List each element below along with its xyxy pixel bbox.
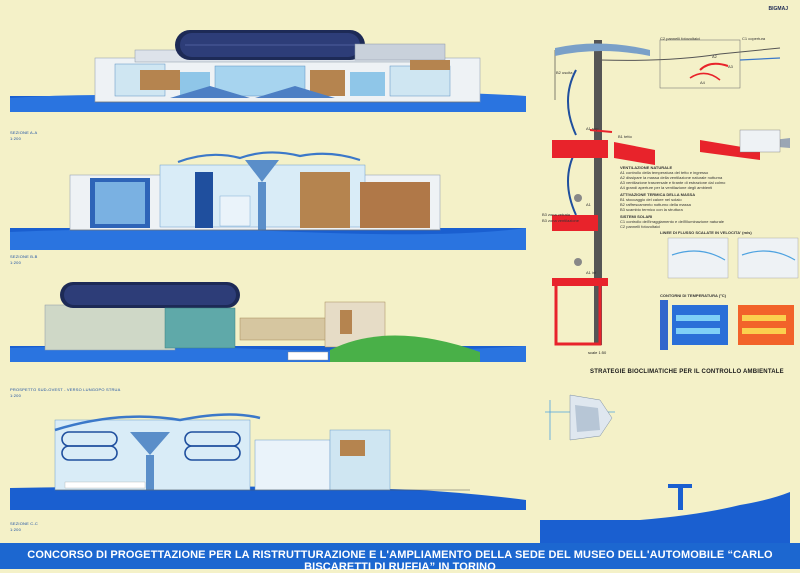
brand-label: BIGMAJ: [768, 6, 788, 12]
coastline: [540, 492, 790, 543]
legend-heading-ventilation: VENTILAZIONE NATURALE: [620, 165, 673, 170]
label-a1: A1: [586, 202, 591, 207]
section-a-scale: 1:200: [10, 136, 22, 141]
bioclimatic-section: [552, 39, 790, 346]
legend-line: A2 dissipare la massa della ventilazione…: [620, 175, 723, 180]
flow-charts: [660, 237, 799, 350]
legend-line: A1 controllo della temperatura del tetto…: [620, 170, 709, 175]
label-a2: A2: [712, 54, 717, 59]
label-c1: C1 copertura: [742, 36, 766, 41]
section-c-scale: 1:200: [10, 527, 22, 532]
elevation-drawing: [10, 282, 526, 362]
strategies-title: STRATEGIE BIOCLIMATICHE PER IL CONTROLLO…: [590, 369, 784, 375]
legend-line: C2 pannelli fotovoltaici: [620, 224, 661, 229]
detail-scale: scale 1:50: [588, 350, 607, 355]
legend-line: B3 scambio termico con la struttura: [620, 207, 683, 212]
section-a-drawing: [10, 30, 526, 112]
elevation-title: PROSPETTO SUD-OVEST - VERSO LUNGOPO STRU…: [10, 387, 121, 392]
banner-title: CONCORSO DI PROGETTAZIONE PER LA RISTRUT…: [27, 549, 773, 573]
label-b3: B3 zona vetrata: [542, 212, 571, 217]
section-c-drawing: [10, 413, 526, 510]
legend-line: A3 ventilazione trasversale e tirante di…: [620, 180, 726, 185]
strategy-legend: VENTILAZIONE NATURALE A1 controllo della…: [620, 165, 795, 229]
site-plan: [545, 394, 615, 441]
label-c2: C2 pannelli fotovoltaici: [660, 36, 701, 41]
label-a3: A3: [728, 64, 733, 69]
label-a4: A4: [700, 80, 705, 85]
label-b2: B2 uscita: [556, 70, 573, 75]
section-a-title: SEZIONE A-A: [10, 130, 38, 135]
label-b1: B1 tetto: [618, 134, 632, 139]
elevation-scale: 1:200: [10, 393, 22, 398]
legend-line: B2 raffrescamento notturno della massa: [620, 202, 691, 207]
label-a1-bottom: A1 inf: [586, 270, 597, 275]
label-b3-lower: B3 zona ventilazione: [542, 218, 579, 223]
title-banner: [0, 543, 800, 569]
temperature-chart-title: CONTORNI DI TEMPERATURA (°C): [660, 293, 726, 298]
legend-line: A4 grandi aperture per la ventilazione d…: [620, 185, 713, 190]
section-b-title: SEZIONE B-B: [10, 254, 38, 259]
legend-line: B1 stoccaggio del calore nel solaio: [620, 197, 682, 202]
section-b-drawing: [10, 151, 526, 250]
label-a1-top: A1 sup: [586, 126, 599, 131]
section-c-title: SEZIONE C-C: [10, 521, 38, 526]
legend-line: C1 controllo dell'irraggiamento e dell'i…: [620, 219, 725, 224]
legend-heading-mass: ATTIVAZIONE TERMICA DELLA MASSA: [620, 192, 696, 197]
flow-chart-title: LINEE DI FLUSSO SCALATE IN VELOCITA' (m/…: [660, 230, 752, 235]
legend-heading-solar: SISTEMI SOLARI: [620, 214, 653, 219]
section-b-scale: 1:200: [10, 260, 22, 265]
